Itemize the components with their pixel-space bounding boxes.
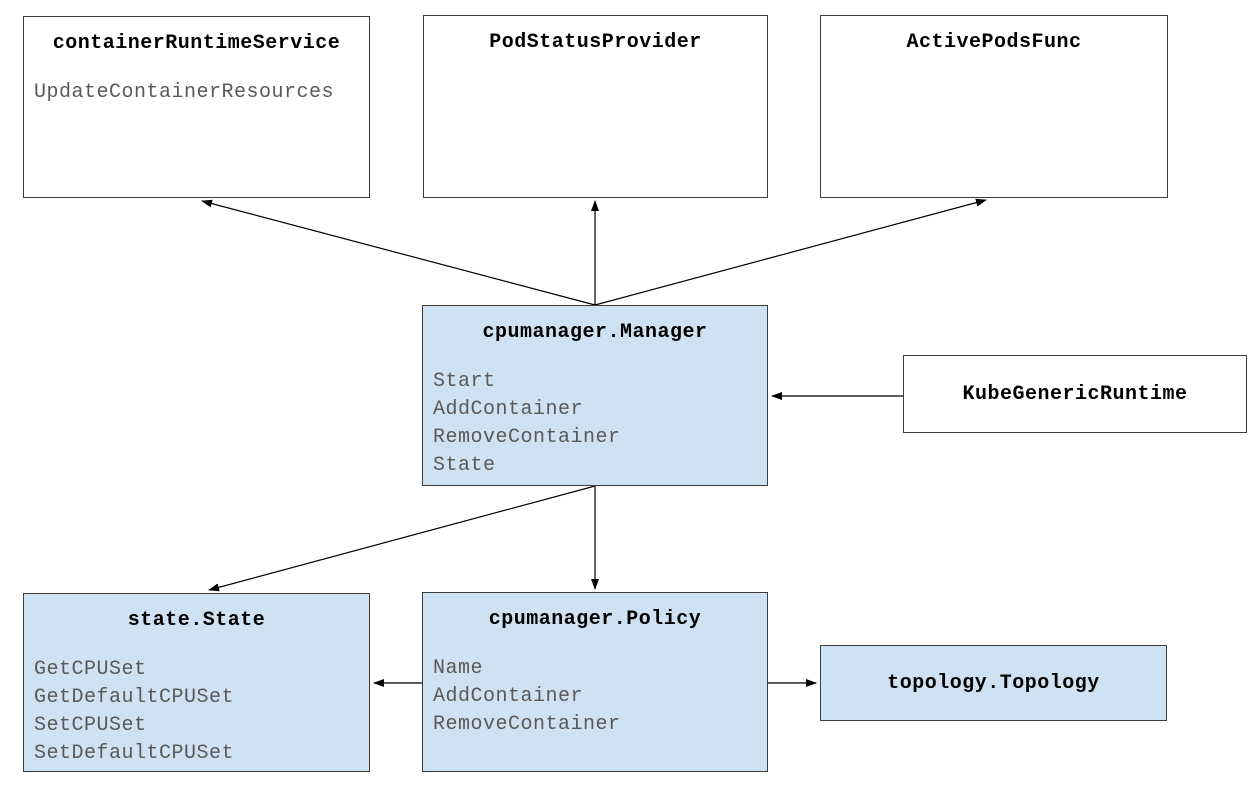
arrow-manager-to-active-pods-func xyxy=(594,198,987,306)
method-item: AddContainer xyxy=(433,685,584,708)
box-title: cpumanager.Policy xyxy=(488,608,702,631)
box-methods: Start AddContainer RemoveContainer State xyxy=(423,344,767,480)
arrow-manager-to-container-runtime-service xyxy=(201,199,596,306)
method-item: GetDefaultCPUSet xyxy=(34,686,235,709)
box-container-runtime-service: containerRuntimeService UpdateContainerR… xyxy=(23,16,370,198)
box-title: PodStatusProvider xyxy=(489,31,702,54)
method-item: UpdateContainerResources xyxy=(34,81,335,104)
box-methods: UpdateContainerResources xyxy=(24,55,369,107)
box-title: ActivePodsFunc xyxy=(906,31,1082,54)
box-topology-topology: topology.Topology xyxy=(820,645,1167,721)
method-item: SetDefaultCPUSet xyxy=(34,742,235,765)
arrow-manager-to-state xyxy=(208,485,596,592)
box-active-pods-func: ActivePodsFunc xyxy=(820,15,1168,198)
box-kube-generic-runtime: KubeGenericRuntime xyxy=(903,355,1247,433)
box-state-state: state.State GetCPUSet GetDefaultCPUSet S… xyxy=(23,593,370,772)
box-pod-status-provider: PodStatusProvider xyxy=(423,15,768,198)
box-title: topology.Topology xyxy=(887,671,1100,695)
method-item: SetCPUSet xyxy=(34,714,147,737)
method-item: RemoveContainer xyxy=(433,426,621,449)
box-title: containerRuntimeService xyxy=(52,32,341,55)
method-item: AddContainer xyxy=(433,398,584,421)
method-item: Start xyxy=(433,370,496,393)
method-item: Name xyxy=(433,657,484,680)
box-cpumanager-policy: cpumanager.Policy Name AddContainer Remo… xyxy=(422,592,768,772)
method-item: State xyxy=(433,454,496,477)
method-item: RemoveContainer xyxy=(433,713,621,736)
box-title: state.State xyxy=(127,609,266,632)
box-title: cpumanager.Manager xyxy=(482,321,708,344)
method-item: GetCPUSet xyxy=(34,658,147,681)
box-methods: GetCPUSet GetDefaultCPUSet SetCPUSet Set… xyxy=(24,632,369,768)
box-cpumanager-manager: cpumanager.Manager Start AddContainer Re… xyxy=(422,305,768,486)
box-title: KubeGenericRuntime xyxy=(962,382,1188,406)
box-methods: Name AddContainer RemoveContainer xyxy=(423,631,767,739)
